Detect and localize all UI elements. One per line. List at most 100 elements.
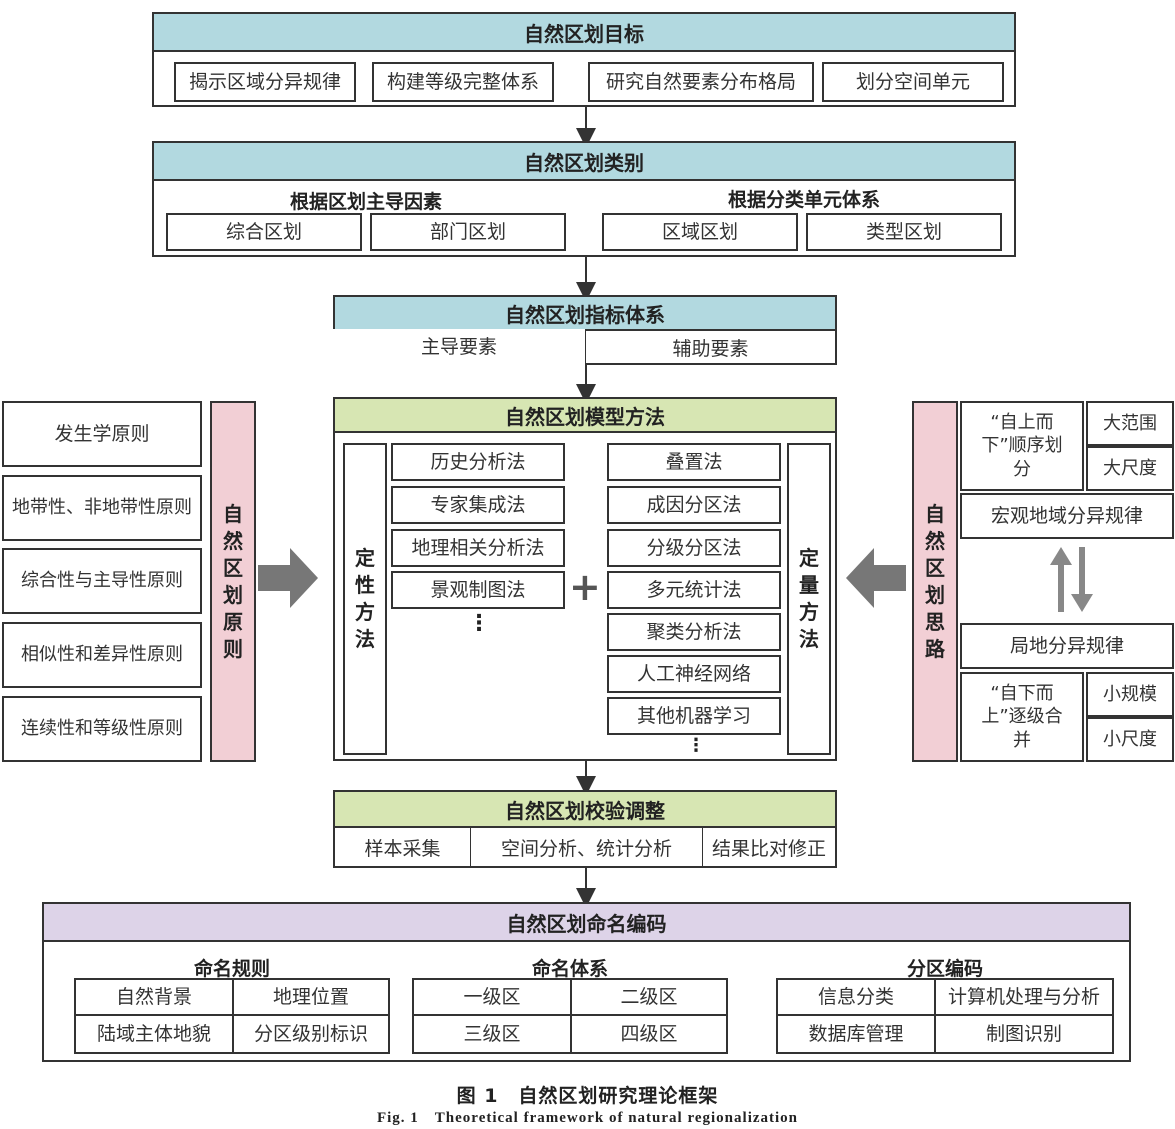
naming-system-cell: 二级区 [570, 978, 728, 1016]
zone-code-cell: 制图识别 [934, 1014, 1114, 1054]
zone-code-cell: 信息分类 [776, 978, 936, 1016]
quantitative-method: 多元统计法 [607, 571, 781, 609]
qualitative-method: 地理相关分析法 [391, 529, 565, 567]
naming-system-cell: 一级区 [412, 978, 572, 1016]
thinking-label-char: 思 [925, 609, 945, 634]
quantitative-method: 成因分区法 [607, 486, 781, 524]
qualitative-label-char: 法 [355, 627, 375, 651]
qualitative-ellipsis: ⋮ [468, 611, 490, 636]
quantitative-method: 叠置法 [607, 443, 781, 481]
category-right-heading: 根据分类单元体系 [727, 189, 880, 211]
large-scale-box: 大尺度 [1086, 446, 1174, 491]
naming-rule-cell: 分区级别标识 [232, 1014, 390, 1054]
naming-rule-cell: 地理位置 [232, 978, 390, 1016]
category-left-heading: 根据区划主导因素 [289, 191, 442, 213]
category-item: 类型区划 [806, 213, 1002, 251]
principles-label-char: 区 [223, 555, 243, 580]
index-title: 自然区划指标体系 [333, 295, 837, 331]
qualitative-method: 景观制图法 [391, 571, 565, 609]
naming-system-cell: 四级区 [570, 1014, 728, 1054]
qualitative-label-char: 方 [355, 600, 375, 624]
principles-label: 自 然 区 划 原 则 [210, 401, 256, 762]
principles-label-char: 自 [223, 501, 243, 526]
index-item: 辅助要素 [672, 337, 749, 360]
small-scale-box: 小尺度 [1086, 717, 1174, 762]
verify-title: 自然区划校验调整 [333, 790, 837, 828]
thinking-label-char: 区 [925, 555, 945, 580]
quantitative-label-char: 定 [799, 546, 819, 570]
small-range-box: 小规模 [1086, 672, 1174, 717]
principles-label-char: 然 [223, 528, 243, 553]
zone-code-cell: 计算机处理与分析 [934, 978, 1114, 1016]
quantitative-label: 定 量 方 法 [787, 443, 831, 755]
quantitative-label-char: 量 [799, 573, 819, 597]
qualitative-label-char: 性 [355, 573, 375, 597]
zone-code-heading: 分区编码 [906, 958, 983, 980]
quantitative-method: 聚类分析法 [607, 613, 781, 651]
qualitative-method: 历史分析法 [391, 443, 565, 481]
principles-label-char: 划 [223, 582, 243, 607]
goal-item: 揭示区域分异规律 [174, 62, 356, 102]
index-panel: 自然区划指标体系 主导要素 辅助要素 [333, 295, 837, 365]
principles-label-char: 原 [223, 609, 243, 634]
local-pattern-box: 局地分异规律 [960, 623, 1174, 669]
goal-panel: 自然区划目标 揭示区域分异规律 构建等级完整体系 研究自然要素分布格局 划分空间… [152, 12, 1016, 107]
quantitative-ellipsis: ⋮ [687, 735, 705, 756]
thinking-label-char: 然 [925, 528, 945, 553]
principles-to-model-arrow [258, 548, 318, 608]
principle-item: 地带性、非地带性原则 [2, 475, 202, 541]
thinking-to-model-arrow [846, 548, 906, 608]
naming-system-cell: 三级区 [412, 1014, 572, 1054]
quantitative-method: 其他机器学习 [607, 697, 781, 735]
principles-label-char: 则 [223, 636, 243, 661]
model-title: 自然区划模型方法 [333, 397, 837, 433]
down-arrow [1071, 547, 1093, 612]
naming-title: 自然区划命名编码 [42, 902, 1131, 942]
verify-item: 结果比对修正 [711, 837, 826, 860]
caption-cn: 图 1 自然区划研究理论框架 [456, 1085, 719, 1107]
bottom-up-box: “自下而上”逐级合并 [960, 672, 1084, 762]
principle-item: 综合性与主导性原则 [2, 548, 202, 614]
up-arrow [1050, 547, 1072, 612]
verify-item: 样本采集 [335, 828, 471, 866]
naming-system-heading: 命名体系 [531, 958, 608, 980]
caption-en: Fig. 1 Theoretical framework of natural … [376, 1110, 799, 1126]
qualitative-method: 专家集成法 [391, 486, 565, 524]
goal-title: 自然区划目标 [152, 12, 1016, 52]
quantitative-method: 人工神经网络 [607, 655, 781, 693]
category-title: 自然区划类别 [152, 141, 1016, 181]
verify-panel: 自然区划校验调整 样本采集 空间分析、统计分析 结果比对修正 [333, 790, 837, 868]
zone-code-cell: 数据库管理 [776, 1014, 936, 1054]
model-panel: 自然区划模型方法 定 性 方 法 历史分析法 专家集成法 地理相关分析法 景观制… [333, 397, 837, 761]
goal-item: 研究自然要素分布格局 [588, 62, 814, 102]
naming-rule-heading: 命名规则 [193, 958, 270, 980]
category-item: 综合区划 [166, 213, 362, 251]
category-panel: 自然区划类别 根据区划主导因素 根据分类单元体系 综合区划 部门区划 区域区划 … [152, 141, 1016, 257]
large-range-box: 大范围 [1086, 401, 1174, 446]
category-item: 区域区划 [602, 213, 798, 251]
qualitative-label: 定 性 方 法 [343, 443, 387, 755]
quantitative-label-char: 法 [799, 627, 819, 651]
thinking-label-char: 划 [925, 582, 945, 607]
thinking-label: 自 然 区 划 思 路 [912, 401, 958, 762]
thinking-label-char: 自 [925, 501, 945, 526]
quantitative-label-char: 方 [799, 600, 819, 624]
principle-item: 相似性和差异性原则 [2, 622, 202, 688]
category-item: 部门区划 [370, 213, 566, 251]
qualitative-label-char: 定 [355, 546, 375, 570]
goal-item: 构建等级完整体系 [372, 62, 554, 102]
naming-panel: 自然区划命名编码 命名规则 自然背景 地理位置 陆域主体地貌 分区级别标识 命名… [42, 902, 1131, 1062]
top-down-box: “自上而下”顺序划分 [960, 401, 1084, 491]
principle-item: 发生学原则 [2, 401, 202, 467]
quantitative-method: 分级分区法 [607, 529, 781, 567]
goal-item: 划分空间单元 [822, 62, 1004, 102]
verify-item: 空间分析、统计分析 [471, 828, 703, 866]
naming-rule-cell: 陆域主体地貌 [74, 1014, 234, 1054]
index-item: 主导要素 [333, 329, 586, 365]
macro-pattern-box: 宏观地域分异规律 [960, 493, 1174, 539]
plus-sign: + [569, 565, 601, 609]
naming-rule-cell: 自然背景 [74, 978, 234, 1016]
thinking-label-char: 路 [925, 636, 945, 661]
principle-item: 连续性和等级性原则 [2, 696, 202, 762]
